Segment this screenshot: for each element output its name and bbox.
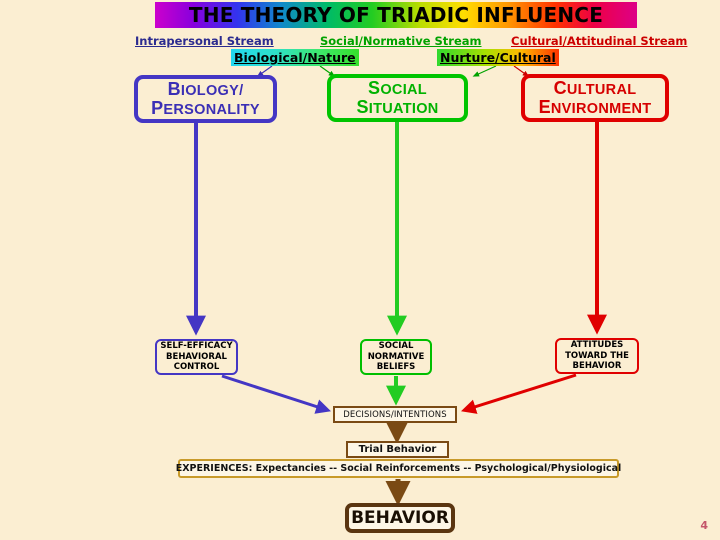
box-social-line1: SOCIAL <box>368 78 427 99</box>
page-number: 4 <box>700 519 708 532</box>
box-attitudes-line1: ATTITUDES <box>570 340 624 351</box>
attitudes-to-decisions-arrow <box>460 373 577 414</box>
box-self-efficacy-line1: SELF-EFFICACY <box>160 341 233 352</box>
box-normative-beliefs-line2: NORMATIVE <box>367 351 425 362</box>
box-biology-personality: BIOLOGY/ PERSONALITY <box>134 75 277 123</box>
box-biology-line1: BIOLOGY/ <box>167 79 244 100</box>
box-social-normative-beliefs: SOCIAL NORMATIVE BELIEFS <box>360 339 432 375</box>
box-normative-beliefs-line3: BELIEFS <box>376 362 416 373</box>
box-social-situation: SOCIAL SITUATION <box>327 74 468 122</box>
bridge-label-biological-nature: Biological/Nature <box>231 49 359 66</box>
page-title-text: THE THEORY OF TRIADIC INFLUENCE <box>188 3 604 27</box>
box-attitudes-line3: BEHAVIOR <box>572 361 622 372</box>
box-self-efficacy-line3: CONTROL <box>173 362 220 373</box>
box-cultural-environment: CULTURAL ENVIRONMENT <box>521 74 669 122</box>
stream-label-intrapersonal: Intrapersonal Stream <box>135 34 274 48</box>
box-attitudes-toward-the-behavior: ATTITUDES TOWARD THE BEHAVIOR <box>555 338 639 374</box>
box-attitudes-line2: TOWARD THE <box>565 350 629 361</box>
stream-label-cultural-attitudinal: Cultural/Attitudinal Stream <box>511 34 688 48</box>
box-behavior: BEHAVIOR <box>345 503 455 533</box>
page-title: THE THEORY OF TRIADIC INFLUENCE <box>155 2 637 28</box>
box-biology-line2: PERSONALITY <box>151 98 260 118</box>
box-cultural-line2: ENVIRONMENT <box>538 97 652 117</box>
self-efficacy-to-decisions-arrow <box>221 374 331 414</box>
nurture-cultural-to-social-arrow <box>472 65 497 77</box>
box-self-efficacy-behavioral-control: SELF-EFFICACY BEHAVIORAL CONTROL <box>155 339 238 375</box>
bridge-label-nurture-cultural: Nurture/Cultural <box>437 49 559 66</box>
box-social-line2: SITUATION <box>356 97 439 117</box>
stream-label-social-normative: Social/Normative Stream <box>320 34 482 48</box>
box-cultural-line1: CULTURAL <box>553 78 637 99</box>
box-normative-beliefs-line1: SOCIAL <box>378 341 414 352</box>
box-self-efficacy-line2: BEHAVIORAL <box>166 351 227 362</box>
box-trial-behavior: Trial Behavior <box>346 441 449 458</box>
box-experiences: EXPERIENCES: Expectancies -- Social Rein… <box>176 459 621 478</box>
box-decisions-intentions: DECISIONS/INTENTIONS <box>333 406 457 423</box>
